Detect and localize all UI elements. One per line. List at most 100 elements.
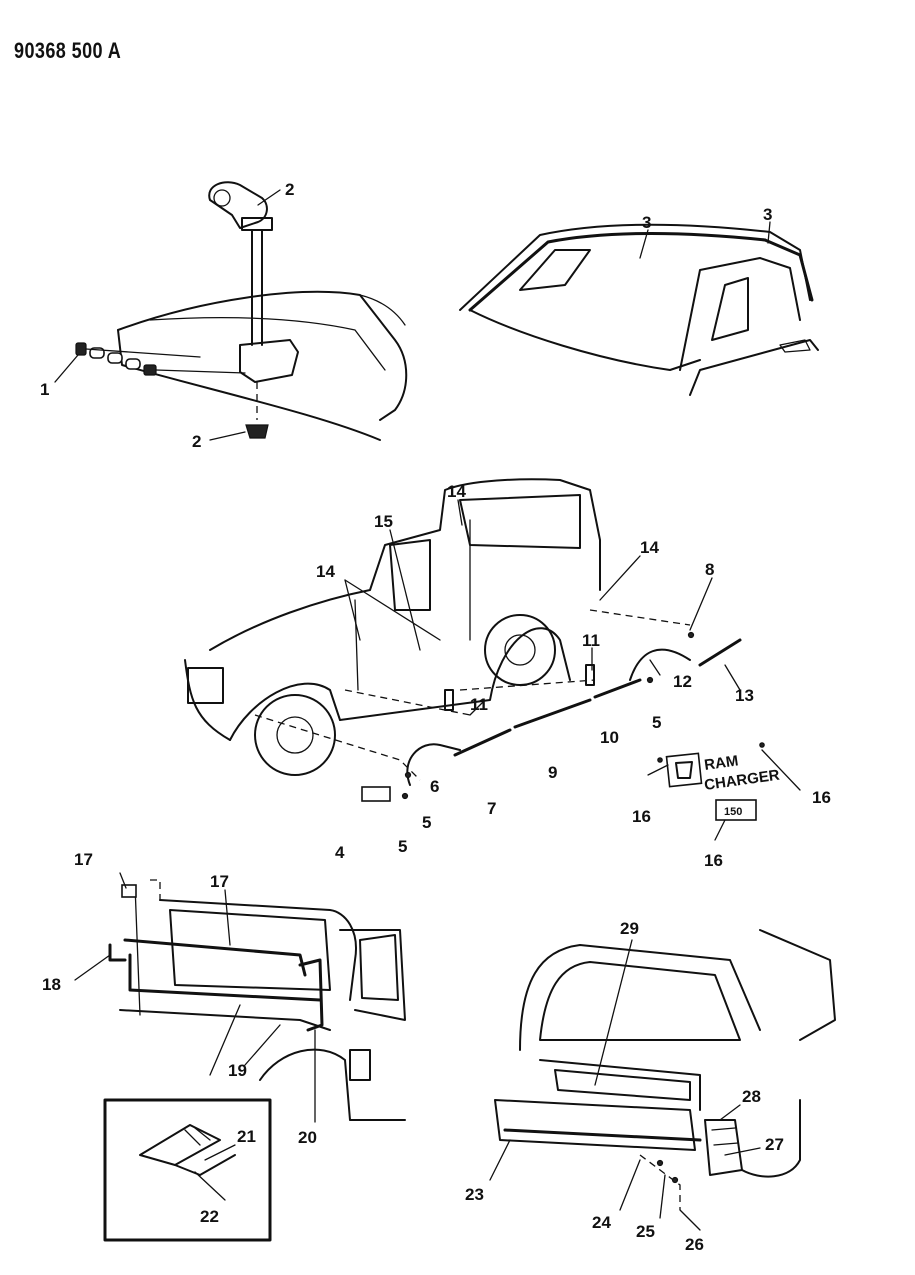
callout-20: 20 <box>298 1128 317 1147</box>
lamp-lens <box>711 1127 739 1146</box>
ornament-detail <box>213 189 231 207</box>
hood-outline <box>117 290 408 421</box>
ornament-mount-bracket <box>239 339 299 383</box>
badge-clip <box>657 757 663 763</box>
headlight <box>187 667 224 704</box>
inset-molding-edge <box>174 1154 236 1176</box>
rear-quarter-window-view <box>103 879 406 1242</box>
hood-front-edge <box>117 329 381 441</box>
door-window <box>389 539 431 611</box>
leader <box>134 884 141 1016</box>
molding-clip <box>585 664 595 686</box>
callout-21: 21 <box>237 1127 256 1146</box>
callout-24: 24 <box>592 1213 611 1232</box>
rear-wheel-arch <box>259 1048 406 1121</box>
callout-8: 8 <box>705 560 714 579</box>
ornament-nut <box>245 424 269 439</box>
callout-16: 16 <box>632 807 651 826</box>
rear-wheel-flare <box>629 648 691 681</box>
roof-outline <box>459 223 811 311</box>
rocker-line <box>339 627 571 721</box>
callout-23: 23 <box>465 1185 484 1204</box>
callout-5: 5 <box>398 837 407 856</box>
windshield-molding <box>468 232 767 312</box>
hood-ornament-view <box>75 181 408 441</box>
molding-end <box>298 958 324 1032</box>
rear-window <box>359 934 399 1001</box>
callout-27: 27 <box>765 1135 784 1154</box>
callout-10: 10 <box>600 728 619 747</box>
leader-dash <box>589 609 691 626</box>
callout-14: 14 <box>447 482 466 501</box>
callout-29: 29 <box>620 919 639 938</box>
hood-fender-edge <box>359 294 406 326</box>
nameplate-letter <box>143 364 157 376</box>
callout-3: 3 <box>763 205 772 224</box>
detail-leader <box>209 1004 241 1076</box>
tailgate-inner <box>539 1059 701 1111</box>
badge-clip <box>759 742 765 748</box>
front-hub <box>276 716 314 754</box>
drip-molding <box>763 238 814 302</box>
rear-body-side <box>339 929 406 1021</box>
callout-6: 6 <box>430 777 439 796</box>
body-rear-side <box>759 929 836 1041</box>
callout-leaders <box>54 189 801 1231</box>
clip <box>404 771 412 779</box>
inset-molding <box>139 1124 221 1166</box>
callout-4: 4 <box>335 843 345 862</box>
clip <box>646 676 654 684</box>
door-frame <box>679 257 801 371</box>
tail-lamp <box>349 1049 371 1081</box>
rear-wheel <box>484 614 556 686</box>
fender-emblem <box>361 786 391 802</box>
molding-corner <box>108 943 127 962</box>
callout-3: 3 <box>642 213 651 232</box>
leader <box>155 369 246 374</box>
front-grille-edge <box>184 659 231 741</box>
leader <box>354 599 359 691</box>
callout-16: 16 <box>704 851 723 870</box>
side-window <box>711 277 749 341</box>
callout-2: 2 <box>285 180 294 199</box>
molding-clip <box>444 689 454 711</box>
ram-head-mark <box>675 761 693 779</box>
callout-25: 25 <box>636 1222 655 1241</box>
callout-1: 1 <box>40 380 49 399</box>
callout-19: 19 <box>228 1061 247 1080</box>
windshield-bottom <box>469 309 701 371</box>
window-glass <box>169 909 331 991</box>
callout-11: 11 <box>582 631 600 650</box>
front-wheel <box>254 694 336 776</box>
rear-quarter-molding <box>698 638 742 667</box>
inset-detail <box>184 1127 211 1146</box>
rear-side-window <box>459 494 581 549</box>
clip <box>656 1159 664 1167</box>
callout-labels: 1 2 2 3 3 4 5 5 5 6 7 8 9 10 11 11 12 13… <box>40 180 831 1254</box>
vent-window <box>519 249 591 291</box>
window-frame-outer <box>159 899 357 1001</box>
callout-22: 22 <box>200 1207 219 1226</box>
callout-13: 13 <box>735 686 754 705</box>
callout-14: 14 <box>640 538 659 557</box>
callout-7: 7 <box>487 799 496 818</box>
tail-lamp-rear <box>704 1119 743 1176</box>
quarter-molding <box>593 678 642 699</box>
truck-body-upper <box>209 478 601 651</box>
front-fender-molding <box>453 728 512 757</box>
handle <box>779 339 811 353</box>
callout-9: 9 <box>548 763 557 782</box>
callout-12: 12 <box>673 672 692 691</box>
model-badge <box>715 799 757 821</box>
callout-28: 28 <box>742 1087 761 1106</box>
bumper-corner <box>741 1099 801 1178</box>
leader-dash <box>254 714 421 781</box>
truck-side-view <box>184 478 742 802</box>
leader-dash <box>344 689 471 716</box>
tailgate-panel <box>554 1069 691 1101</box>
leader-dash <box>639 1154 681 1210</box>
nameplate-letter <box>107 352 123 364</box>
clip <box>687 631 695 639</box>
window-molding <box>123 938 322 1002</box>
